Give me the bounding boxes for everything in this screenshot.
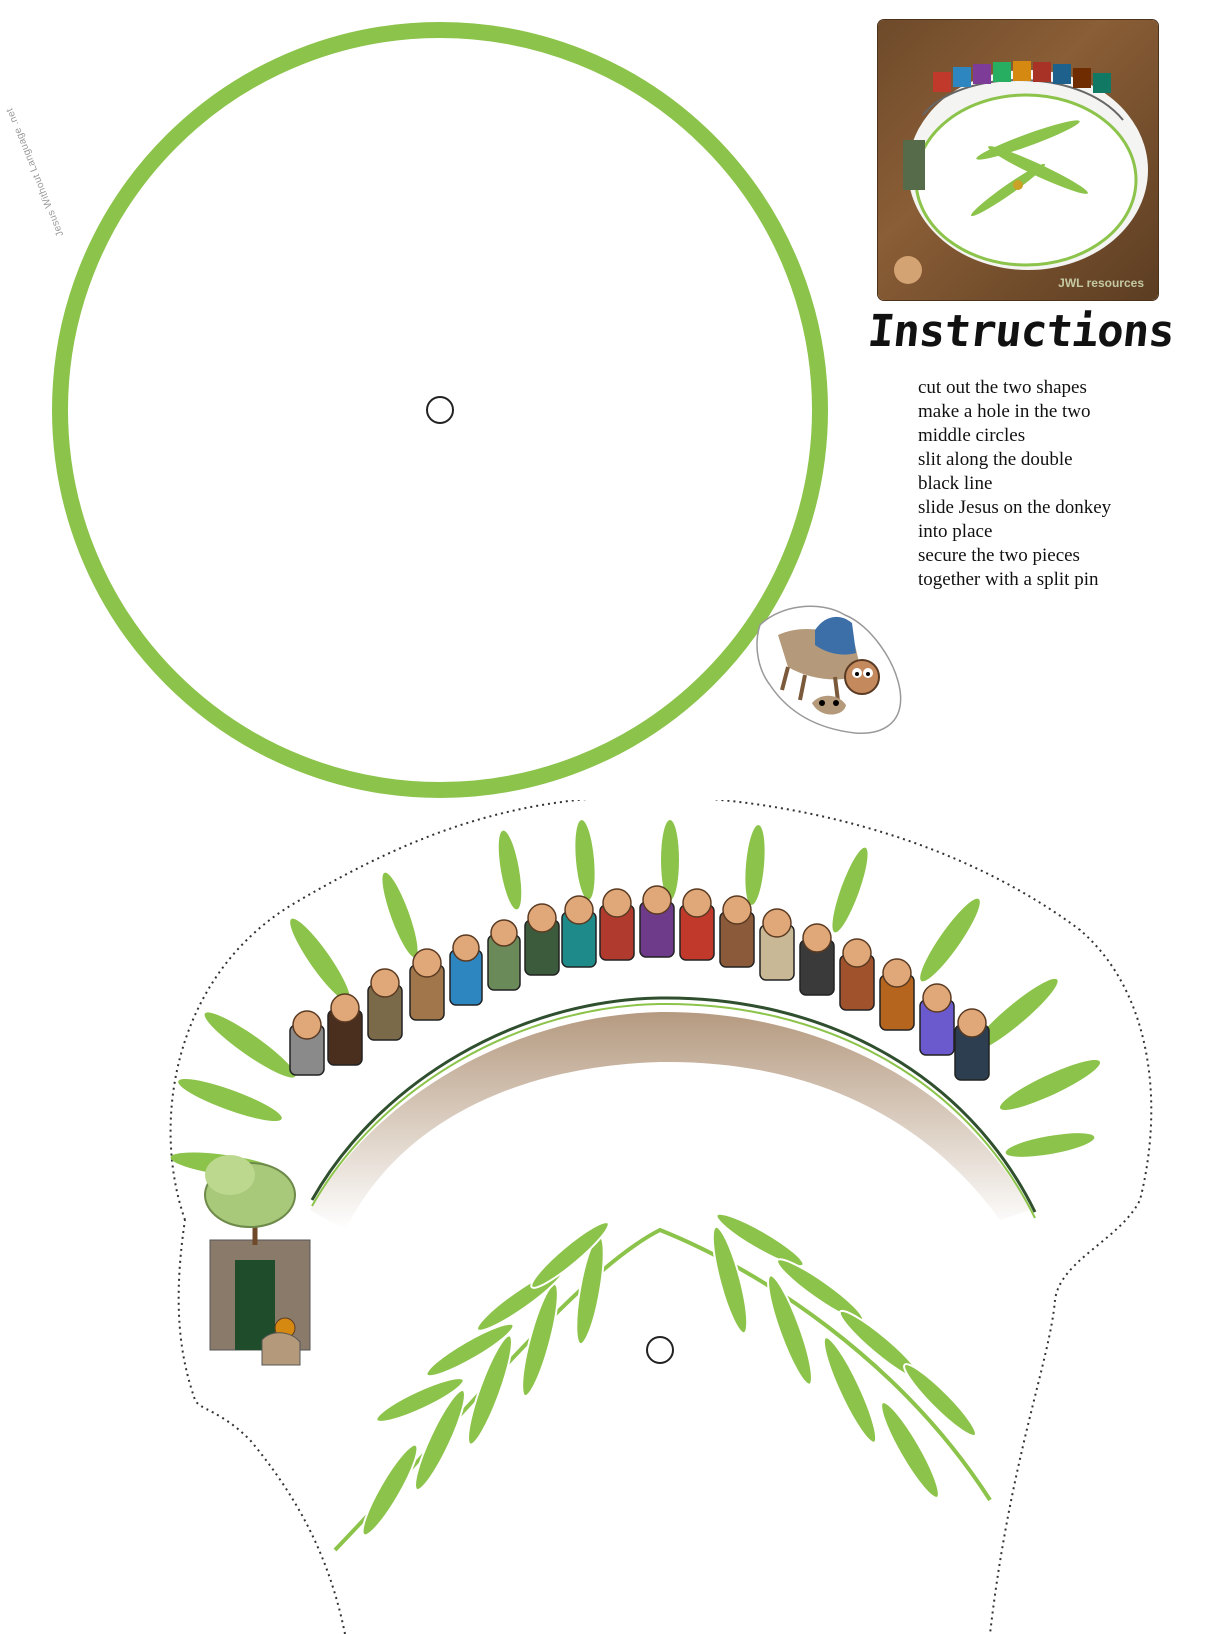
instruction-line: slide Jesus on the donkey xyxy=(918,497,1112,518)
instruction-line: slit along the double xyxy=(918,449,1073,470)
instruction-line: middle circles xyxy=(918,425,1026,446)
instructions-heading: Instructions xyxy=(865,306,1177,357)
photo-credit: JWL resources xyxy=(1058,276,1144,290)
base-piece xyxy=(169,800,1153,1634)
instruction-line: black line xyxy=(918,473,993,494)
crowd-icon xyxy=(289,885,990,1081)
instructions-list: cut out the two shapes make a hole in th… xyxy=(918,376,1208,592)
cut-outline xyxy=(169,800,1153,1634)
instruction-line: together with a split pin xyxy=(918,569,1099,590)
road-arc xyxy=(310,1011,1030,1230)
wheel-rim xyxy=(52,22,828,798)
donkey-rider-icon xyxy=(756,605,902,734)
palm-frond-icon xyxy=(333,1212,992,1552)
base-center-hole xyxy=(646,1336,674,1364)
tree-icon xyxy=(204,1155,311,1366)
instruction-line: into place xyxy=(918,521,993,542)
instruction-line: make a hole in the two xyxy=(918,401,1091,422)
example-photo: JWL resources xyxy=(878,20,1158,300)
wheel-center-hole xyxy=(426,396,454,424)
photo-illustration xyxy=(894,61,1148,284)
palm-leaf-icon xyxy=(170,820,1101,1178)
slit-line xyxy=(310,996,1037,1213)
instruction-line: secure the two pieces xyxy=(918,545,1080,566)
wheel-piece xyxy=(52,22,902,798)
instruction-line: cut out the two shapes xyxy=(918,377,1087,398)
